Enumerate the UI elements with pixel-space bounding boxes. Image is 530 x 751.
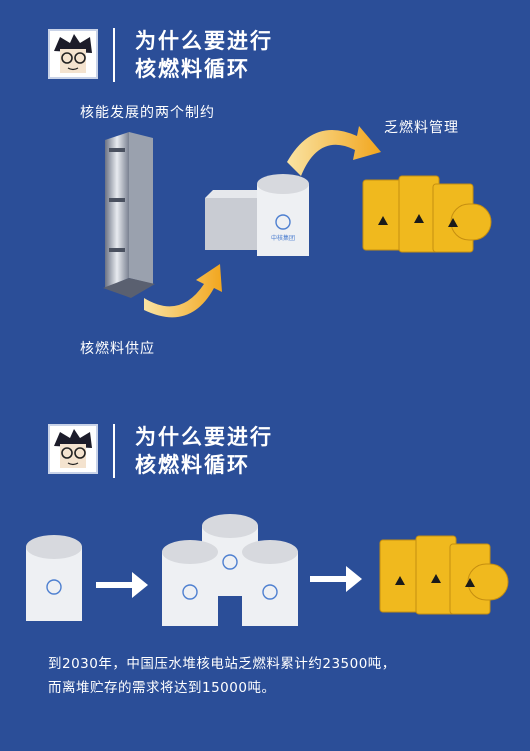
header-divider bbox=[113, 28, 115, 82]
avatar-2 bbox=[48, 424, 98, 474]
barrels-illustration bbox=[362, 175, 492, 253]
label-constraints: 核能发展的两个制约 bbox=[80, 105, 215, 121]
section2-title-line1: 为什么要进行 bbox=[135, 425, 273, 449]
storage-container-illustration: 中核集团 bbox=[205, 174, 309, 256]
arrow-spent-fuel-curve bbox=[287, 126, 381, 176]
arrow-right-icon bbox=[96, 572, 148, 598]
section1-title-line1: 为什么要进行 bbox=[135, 29, 273, 53]
section2-title-line2: 核燃料循环 bbox=[135, 453, 250, 477]
barrels-illustration-2 bbox=[379, 535, 509, 615]
header-divider-2 bbox=[113, 424, 115, 478]
multiple-containers-illustration bbox=[162, 514, 298, 626]
container-logo-text: 中核集团 bbox=[271, 234, 295, 242]
single-container-illustration bbox=[26, 535, 82, 621]
fuel-assembly-illustration bbox=[103, 132, 155, 298]
section1-title-line2: 核燃料循环 bbox=[135, 57, 250, 81]
footer-line1: 到2030年，中国压水堆核电站乏燃料累计约23500吨， bbox=[48, 656, 396, 672]
avatar bbox=[48, 29, 98, 79]
label-spent-fuel: 乏燃料管理 bbox=[384, 120, 459, 136]
arrow-right-icon-2 bbox=[310, 566, 362, 592]
footer-line2: 而离堆贮存的需求将达到15000吨。 bbox=[48, 680, 276, 696]
label-supply: 核燃料供应 bbox=[80, 341, 155, 357]
arrow-supply-curve bbox=[144, 264, 222, 318]
